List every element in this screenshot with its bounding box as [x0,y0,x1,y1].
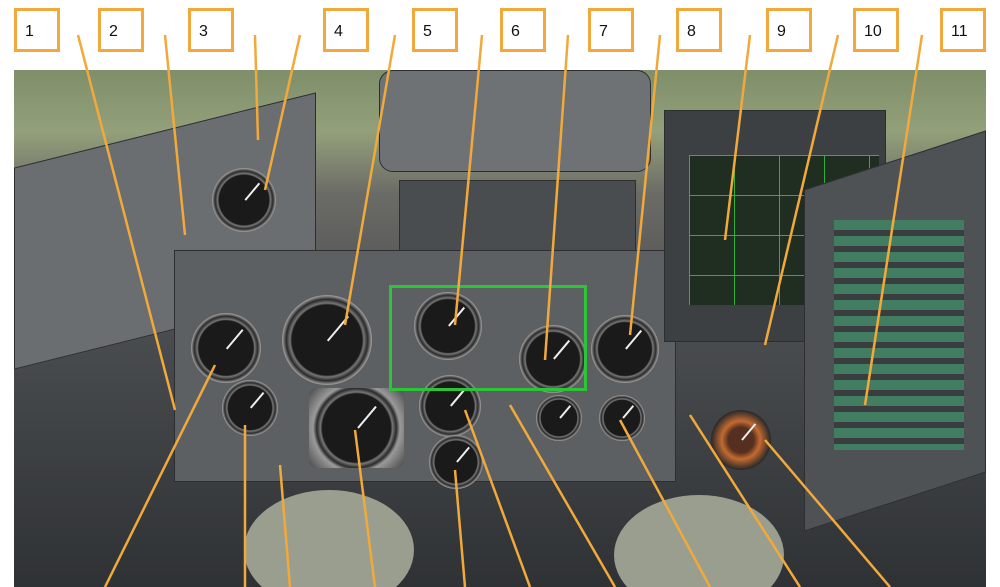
callout-8: 8 [676,8,722,52]
callout-3: 3 [188,8,234,52]
line-b7 [508,404,617,587]
callout-4: 4 [323,8,369,52]
line-8 [628,34,662,336]
rwr-display [711,410,771,470]
callout-11: 11 [940,8,986,52]
callout-2: 2 [98,8,144,52]
line-6 [453,34,484,326]
line-3 [253,34,260,141]
vertical-speed-gauge [222,380,278,436]
tachometer-gauge [519,325,587,393]
warning-light-panel [834,220,964,450]
line-b10 [764,439,891,587]
line-b5 [453,469,467,587]
temp-gauge-1 [536,395,582,441]
callout-7: 7 [588,8,634,52]
highlight-frame [389,285,587,391]
line-b9 [688,414,802,587]
callout-6: 6 [500,8,546,52]
main-instrument-panel [174,250,676,482]
line-5 [343,34,397,326]
cockpit-image [14,70,986,587]
callout-1: 1 [14,8,60,52]
line-10 [763,34,840,346]
line-1 [76,34,177,411]
callout-10: 10 [853,8,899,52]
g-meter-gauge [591,315,659,383]
callout-5: 5 [412,8,458,52]
callout-9: 9 [766,8,812,52]
hsi-gauge [309,388,404,468]
line-b3 [278,464,292,587]
attitude-indicator [282,295,372,385]
temp-gauge-2 [599,395,645,441]
glareshield [379,70,651,172]
line-b6 [463,409,532,587]
line-b8 [618,419,712,587]
seat-left [244,490,414,587]
line-2 [163,34,187,236]
line-b1 [103,364,217,587]
airspeed-gauge [191,313,261,383]
line-7 [543,34,570,361]
seat-right [614,495,784,587]
line-11 [863,34,924,406]
altimeter-gauge [414,292,482,360]
line-b4 [353,429,377,587]
line-4 [263,34,302,191]
line-9 [723,34,752,241]
clock-gauge [212,168,276,232]
